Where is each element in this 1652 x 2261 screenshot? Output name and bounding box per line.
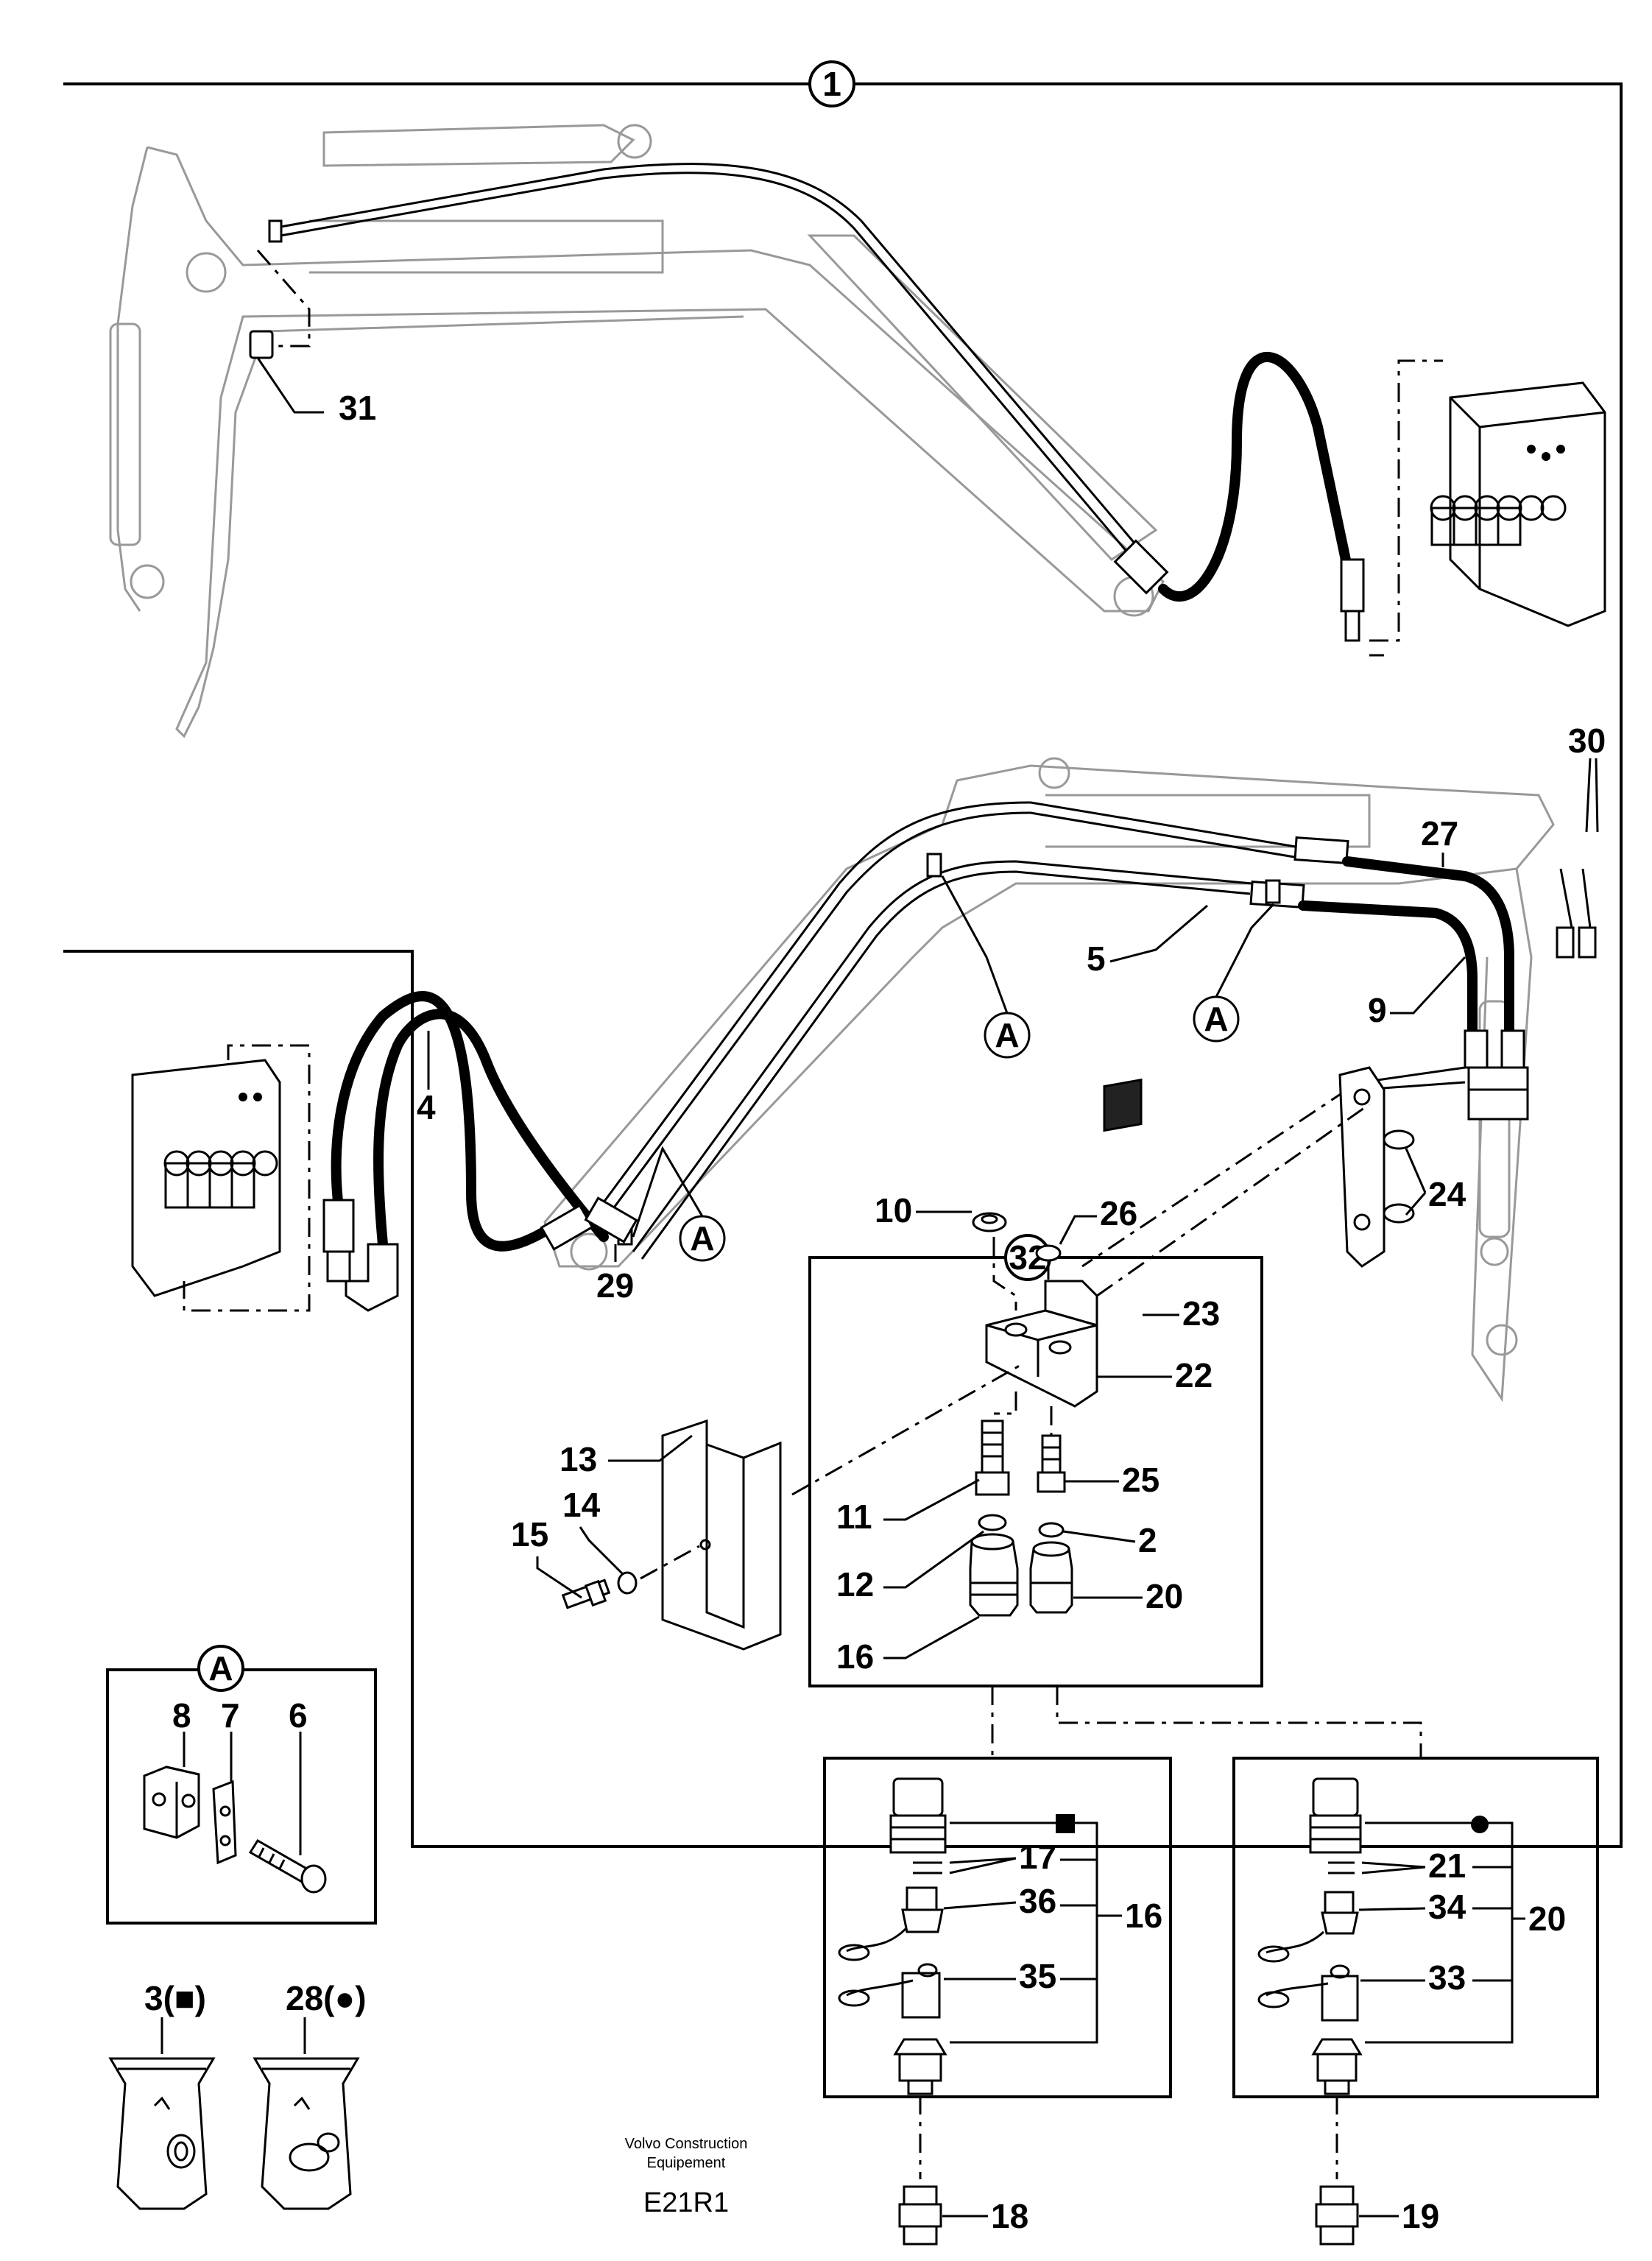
label-2: 2 <box>1138 1521 1157 1559</box>
coupling-female-20 <box>1309 1777 1362 1854</box>
nipple-19 <box>1315 2185 1359 2246</box>
adapter-25 <box>1037 1434 1066 1493</box>
label-14: 14 <box>562 1486 601 1524</box>
nipple-18 <box>898 2185 942 2246</box>
tube-clamp-upper <box>268 219 283 243</box>
upper-boom-outline <box>109 124 1165 738</box>
label-26: 26 <box>1100 1194 1137 1232</box>
label-24: 24 <box>1428 1175 1466 1213</box>
label-16: 16 <box>836 1637 874 1676</box>
maker-line-2: Equipement <box>647 2155 726 2171</box>
label-23: 23 <box>1182 1294 1220 1333</box>
bag-kit-3 <box>108 2057 216 2210</box>
label-kit-28: 28(●) <box>286 1979 367 2017</box>
screw-15 <box>561 1579 611 1609</box>
washer-14 <box>617 1571 638 1595</box>
coupling-16 <box>969 1533 1019 1617</box>
hose-4[interactable] <box>331 991 565 1252</box>
label-7: 7 <box>221 1696 240 1735</box>
plug-31 <box>249 330 274 359</box>
lower-hydraulic-tube-inner <box>632 860 1252 1252</box>
clamp-ref-a-3-label: A <box>690 1219 714 1258</box>
label-21: 21 <box>1428 1846 1466 1885</box>
callout-1: 1 <box>822 65 841 103</box>
label-20: 20 <box>1146 1577 1183 1615</box>
label-36: 36 <box>1019 1882 1056 1920</box>
label-29: 29 <box>596 1266 634 1305</box>
label-27: 27 <box>1421 814 1458 853</box>
label-9: 9 <box>1368 991 1387 1029</box>
dust-plug-35 <box>838 1963 941 2019</box>
washer-26 <box>1035 1244 1062 1262</box>
nipple-male-16 <box>893 2038 947 2095</box>
label-11: 11 <box>836 1498 872 1536</box>
hose-27 <box>1342 856 1514 1036</box>
upper-black-hose <box>1158 352 1352 602</box>
label-30: 30 <box>1568 722 1606 760</box>
clamp-plate-7 <box>212 1779 237 1865</box>
clamp-ref-a-2-label: A <box>1204 1000 1228 1038</box>
label-17: 17 <box>1019 1838 1056 1876</box>
assembly-frame <box>63 82 1623 1848</box>
decal-23 <box>1103 1078 1143 1132</box>
label-8: 8 <box>172 1696 191 1735</box>
valve-block-lower <box>131 1059 281 1297</box>
clamp-detail-callout <box>197 1645 244 1692</box>
label-6: 6 <box>289 1696 308 1735</box>
lower-hydraulic-tube-outer <box>587 801 1296 1223</box>
drawing-code: E21R1 <box>643 2187 729 2218</box>
label-19: 19 <box>1402 2197 1439 2235</box>
mount-bracket-24 <box>1338 1066 1415 1268</box>
callout-1-circle <box>808 60 855 107</box>
clamp-ref-a-1-label: A <box>995 1016 1019 1054</box>
nipple-male-20 <box>1311 2038 1363 2095</box>
seal-12 <box>978 1514 1007 1531</box>
label-4: 4 <box>417 1088 436 1126</box>
dust-cap-34 <box>1257 1891 1359 1963</box>
maker-line-1: Volvo Construction <box>625 2136 748 2152</box>
hose-9 <box>1298 900 1478 1036</box>
filled-circle-icon <box>1471 1816 1489 1833</box>
adapter-11 <box>975 1419 1010 1496</box>
dust-cap-36 <box>838 1886 944 1961</box>
label-33: 33 <box>1428 1958 1466 1997</box>
label-5: 5 <box>1087 939 1106 978</box>
label-34: 34 <box>1428 1888 1466 1926</box>
label-25: 25 <box>1122 1461 1159 1499</box>
label-35: 35 <box>1019 1957 1056 1995</box>
label-18: 18 <box>991 2197 1028 2235</box>
clamp-bolt-6 <box>248 1838 327 1894</box>
label-20-group: 20 <box>1528 1900 1566 1938</box>
upper-hydraulic-tube <box>272 163 1150 560</box>
detail-16-frame <box>823 1757 1172 2098</box>
seal-2 <box>1038 1522 1065 1538</box>
tube-clamp-lower <box>926 853 942 878</box>
coupling-female-16 <box>889 1777 947 1854</box>
coupling-20 <box>1029 1541 1073 1614</box>
clamp-detail-label: A <box>208 1649 233 1687</box>
clamp-half-8 <box>143 1766 200 1839</box>
label-22: 22 <box>1175 1356 1212 1394</box>
valve-block-upper <box>1430 381 1606 627</box>
label-10: 10 <box>875 1191 912 1230</box>
bag-kit-28 <box>253 2057 360 2210</box>
label-31: 31 <box>339 389 376 427</box>
cover-plate-13 <box>661 1419 782 1651</box>
dust-plug-33 <box>1257 1964 1359 2022</box>
label-12: 12 <box>836 1565 874 1604</box>
label-16-group: 16 <box>1125 1897 1162 1935</box>
label-15: 15 <box>511 1515 548 1553</box>
label-kit-3: 3(■) <box>144 1979 206 2017</box>
bracket-22 <box>985 1280 1098 1408</box>
detail-20-frame <box>1232 1757 1599 2098</box>
label-13: 13 <box>560 1440 597 1478</box>
